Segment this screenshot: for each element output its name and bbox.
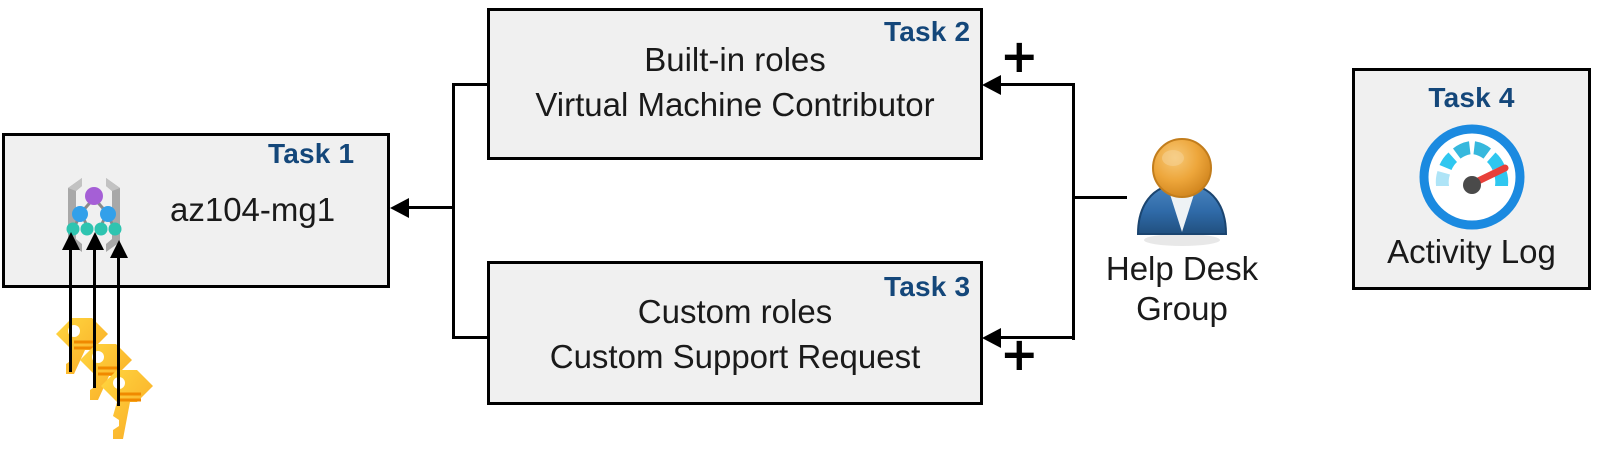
task1-label: Task 1	[268, 138, 355, 169]
task2-line2: Virtual Machine Contributor	[535, 86, 935, 123]
actor-caption-line1: Help Desk	[1105, 250, 1259, 287]
connector-actor-to-trunk	[1075, 196, 1127, 199]
arrow-up-key3	[110, 240, 128, 258]
task2-label: Task 2	[884, 16, 971, 47]
connector-task3-to-junction	[452, 336, 490, 339]
connector-right-trunk	[1072, 83, 1075, 340]
plus-sign-bottom: +	[1000, 327, 1039, 381]
connector-junction-to-task1	[408, 206, 454, 209]
connector-trunk-to-task3	[1000, 336, 1075, 339]
task2-line1: Built-in roles	[644, 41, 826, 78]
arrow-into-task2	[982, 75, 1001, 95]
task3-box[interactable]	[487, 261, 983, 405]
connector-key3-to-task1	[117, 256, 120, 406]
user-group-icon	[1128, 136, 1236, 248]
actor-caption-line2: Group	[1136, 290, 1228, 327]
task1-box[interactable]	[2, 133, 390, 288]
task4-text: Activity Log	[1387, 233, 1556, 270]
activity-log-gauge-icon	[1419, 124, 1525, 230]
connector-key2-to-task1	[93, 248, 96, 388]
connector-trunk-to-task2	[1000, 83, 1075, 86]
task1-text: az104-mg1	[170, 191, 336, 228]
task3-label: Task 3	[884, 271, 971, 302]
arrow-into-task3	[982, 328, 1001, 348]
plus-sign-top: +	[1000, 29, 1039, 83]
arrow-up-key2	[86, 232, 104, 250]
arrow-up-key1	[62, 232, 80, 250]
arrow-into-task1	[390, 198, 409, 218]
task4-label: Task 4	[1428, 82, 1515, 113]
task3-line1: Custom roles	[637, 293, 833, 330]
connector-key1-to-task1	[69, 248, 72, 372]
connector-task2-to-junction	[452, 83, 490, 86]
keys-icon	[38, 312, 154, 449]
task2-box[interactable]	[487, 8, 983, 160]
connector-left-trunk	[452, 83, 455, 339]
task3-line2: Custom Support Request	[549, 338, 921, 375]
